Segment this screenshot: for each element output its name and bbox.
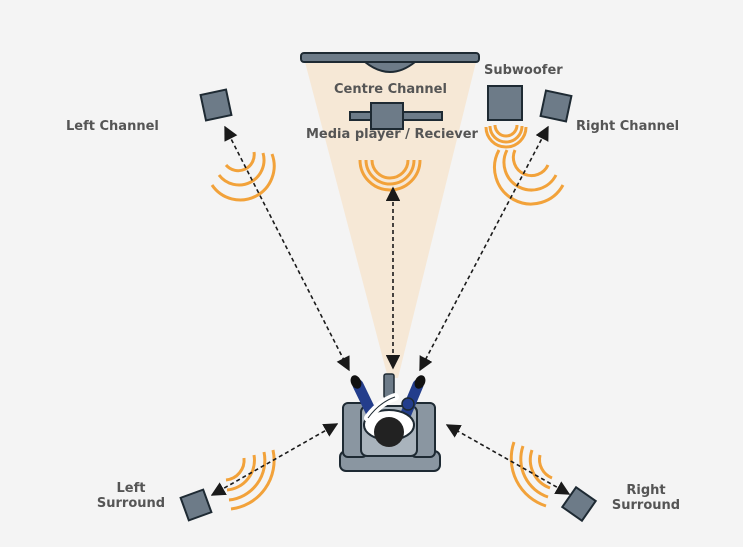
left-surround-label-line1: Left: [116, 481, 146, 496]
subwoofer-sound-waves: [484, 124, 528, 149]
signal-arrows: [210, 125, 571, 496]
centre-channel-label: Centre Channel: [334, 82, 447, 97]
right-surround-label: Right Surround: [611, 483, 681, 513]
left-channel-label: Left Channel: [66, 119, 159, 134]
arrow-left-surround: [210, 423, 339, 496]
left-surround-speaker-icon: [179, 488, 213, 522]
right-channel-sound-waves: [493, 149, 565, 206]
tv-screen: [300, 52, 480, 73]
arrow-right-surround: [445, 424, 571, 495]
left-surround-label: Left Surround: [96, 481, 166, 511]
listener-in-armchair: [339, 373, 441, 472]
subwoofer-icon: [487, 85, 523, 121]
right-surround-label-line1: Right: [626, 483, 666, 498]
left-channel-sound-waves: [210, 151, 276, 202]
person-right-shoe: [414, 375, 426, 389]
right-surround-sound-waves: [509, 441, 553, 508]
right-surround-speaker-icon: [560, 485, 598, 523]
media-player-icon: [349, 102, 443, 130]
person-head: [374, 417, 404, 447]
person-left-shoe: [350, 375, 362, 389]
arrow-right-channel: [419, 125, 549, 372]
right-channel-label: Right Channel: [576, 119, 680, 134]
right-channel-speaker-icon: [539, 89, 573, 123]
left-surround-sound-waves: [225, 449, 276, 511]
person-hand: [401, 397, 415, 411]
left-channel-speaker-icon: [199, 88, 233, 122]
right-surround-label-line2: Surround: [611, 498, 681, 513]
subwoofer-label: Subwoofer: [484, 63, 563, 78]
left-surround-label-line2: Surround: [96, 496, 166, 511]
media-player-label: Media player / Reciever: [306, 127, 478, 142]
arrow-left-channel: [224, 125, 350, 372]
